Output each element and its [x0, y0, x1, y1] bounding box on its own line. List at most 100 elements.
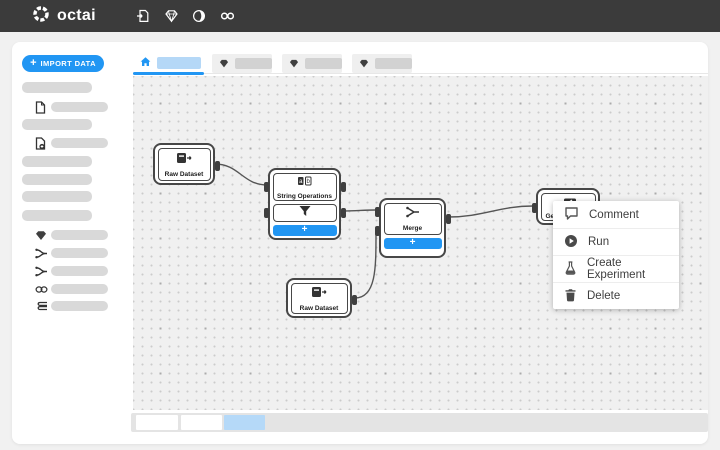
trash-icon — [564, 288, 577, 305]
filter-icon — [298, 204, 312, 222]
import-data-label: IMPORT DATA — [40, 59, 96, 68]
gem-icon[interactable] — [164, 9, 179, 24]
node-label: String Operations — [277, 193, 332, 200]
merge-icon — [405, 205, 421, 223]
menu-item-label: Comment — [589, 208, 639, 221]
section-title-placeholder — [22, 210, 92, 221]
menu-item-create-experiment[interactable]: Create Experiment — [553, 255, 679, 282]
gem-icon — [289, 55, 299, 73]
document-export-icon[interactable] — [136, 9, 151, 24]
gem-icon — [35, 228, 48, 242]
split-icon — [35, 264, 48, 278]
tab-home-active[interactable] — [133, 53, 204, 73]
sidebar-item[interactable] — [0, 264, 130, 278]
sidebar-item[interactable] — [0, 228, 130, 242]
edge-stringoperations-merge — [343, 209, 376, 212]
svg-text:a: a — [299, 179, 303, 185]
item-title-placeholder — [51, 284, 108, 294]
menu-item-delete[interactable]: Delete — [553, 282, 679, 309]
tab-title-placeholder — [157, 57, 201, 69]
node-label: Gen — [545, 213, 559, 220]
infinity-icon[interactable] — [220, 9, 235, 24]
sidebar-item[interactable] — [0, 246, 130, 260]
tab-pipeline-3[interactable] — [282, 54, 342, 73]
dataset-icon — [311, 285, 328, 303]
input-port[interactable] — [531, 203, 537, 213]
topbar-icon-group — [136, 9, 235, 24]
menu-item-label: Create Experiment — [587, 257, 646, 281]
experiment-icon — [564, 260, 577, 278]
node-label: Merge — [402, 225, 423, 232]
item-title-placeholder — [51, 266, 108, 276]
tab-pipeline-2[interactable] — [212, 54, 272, 73]
edge-rawdataset2-merge — [354, 233, 377, 299]
import-data-button[interactable]: + IMPORT DATA — [22, 55, 104, 72]
tab-pipeline-4[interactable] — [352, 54, 412, 73]
home-icon — [140, 54, 151, 72]
sidebar-item[interactable] — [0, 100, 130, 114]
gem-icon — [359, 55, 369, 73]
input-port[interactable] — [374, 207, 380, 217]
section-title-placeholder — [22, 156, 92, 167]
input-port[interactable] — [263, 208, 269, 218]
node-group-merge[interactable]: Merge + — [374, 198, 451, 258]
output-port[interactable] — [340, 182, 346, 192]
sidebar-item[interactable] — [0, 136, 130, 150]
output-port[interactable] — [445, 214, 451, 224]
tabbar-divider — [133, 73, 708, 74]
menu-item-comment[interactable]: Comment — [553, 201, 679, 228]
tab-title-placeholder — [375, 58, 412, 69]
link-icon — [35, 282, 48, 296]
item-title-placeholder — [51, 301, 108, 311]
output-port[interactable] — [351, 295, 357, 305]
pager-segment-active[interactable] — [224, 415, 265, 430]
menu-item-run[interactable]: Run — [553, 228, 679, 255]
edge-layer — [214, 163, 534, 299]
edge-rawdataset1-stringoperations — [214, 163, 268, 186]
menu-item-label: Delete — [587, 290, 621, 302]
document-add-icon — [35, 136, 48, 150]
sidebar-section-header[interactable] — [22, 119, 145, 132]
output-port[interactable] — [214, 161, 220, 171]
stack-icon — [35, 299, 48, 313]
menu-item-label: Run — [588, 236, 610, 248]
canvas-pager-track[interactable] — [131, 413, 708, 432]
node-raw-dataset-1[interactable]: Raw Dataset — [153, 143, 220, 185]
input-port[interactable] — [263, 182, 269, 192]
document-icon — [35, 100, 48, 114]
globe-icon[interactable] — [192, 9, 207, 24]
octai-logo-icon — [32, 5, 50, 28]
add-step-button[interactable]: + — [383, 237, 442, 249]
section-title-placeholder — [22, 191, 92, 202]
sidebar-section-header[interactable] — [22, 174, 145, 188]
gem-icon — [219, 55, 229, 73]
add-step-button[interactable]: + — [272, 224, 337, 236]
node-context-menu: Comment Run Create Experiment Delete — [553, 201, 679, 309]
app-logo[interactable]: octai — [32, 5, 96, 28]
node-label: Raw Dataset — [164, 170, 204, 178]
sidebar-item[interactable] — [0, 282, 130, 296]
node-filter[interactable] — [272, 203, 337, 222]
section-title-placeholder — [22, 82, 92, 93]
svg-text:b: b — [307, 179, 311, 185]
plus-icon: + — [30, 57, 37, 69]
sidebar-section-header[interactable] — [22, 156, 145, 170]
sidebar-item[interactable] — [0, 299, 130, 313]
sidebar-section-header[interactable] — [22, 191, 145, 205]
item-title-placeholder — [51, 138, 108, 148]
input-port[interactable] — [374, 226, 380, 236]
edge-merge-generate — [447, 205, 534, 218]
output-port[interactable] — [340, 208, 346, 218]
sidebar-section-header[interactable] — [22, 82, 145, 95]
node-raw-dataset-2[interactable]: Raw Dataset — [286, 278, 357, 318]
sidebar-section-header[interactable] — [22, 210, 145, 223]
pager-segment[interactable] — [136, 415, 178, 430]
active-tab-underline — [133, 72, 204, 75]
pager-segment[interactable] — [181, 415, 222, 430]
node-merge[interactable]: Merge — [383, 202, 442, 235]
tab-title-placeholder — [235, 58, 272, 69]
